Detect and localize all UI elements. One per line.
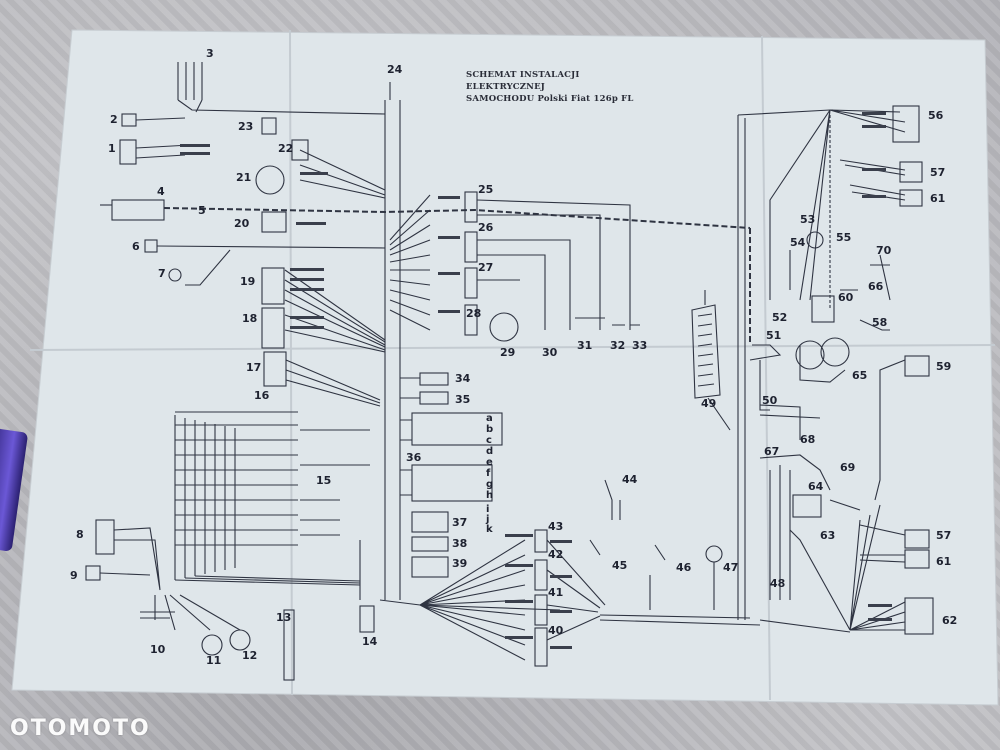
component-label: 46 bbox=[676, 561, 692, 574]
component-label: 27 bbox=[478, 261, 494, 274]
component-label: 13 bbox=[276, 611, 292, 624]
letter-label: k bbox=[486, 524, 493, 535]
component-label: 59 bbox=[936, 360, 952, 373]
title-line-1: SCHEMAT INSTALACJI bbox=[466, 70, 580, 80]
component-label: 43 bbox=[548, 520, 564, 533]
component-label: 10 bbox=[150, 643, 166, 656]
component-label: 33 bbox=[632, 339, 648, 352]
component-label: 21 bbox=[236, 171, 252, 184]
component-label: 15 bbox=[316, 474, 332, 487]
component-label: 11 bbox=[206, 654, 222, 667]
fold-line-horizontal bbox=[29, 344, 996, 351]
component-label: 64 bbox=[808, 480, 824, 493]
wire-tags bbox=[180, 112, 892, 649]
component-label: 67 bbox=[764, 445, 780, 458]
component-label: 23 bbox=[238, 120, 254, 133]
component-label: 14 bbox=[362, 635, 378, 648]
component-label: 42 bbox=[548, 548, 564, 561]
component-label: 41 bbox=[548, 586, 564, 599]
component-label: 7 bbox=[158, 267, 166, 280]
component-label: 50 bbox=[762, 394, 778, 407]
component-label: 55 bbox=[836, 231, 852, 244]
component-label: 29 bbox=[500, 346, 516, 359]
component-label: 68 bbox=[800, 433, 816, 446]
component-label: 24 bbox=[387, 63, 403, 76]
component-label: 57 bbox=[930, 166, 946, 179]
letter-label: i bbox=[486, 504, 490, 515]
letter-label: e bbox=[486, 457, 493, 468]
component-label: 9 bbox=[70, 569, 78, 582]
component-label: 2 bbox=[110, 113, 118, 126]
letter-label: j bbox=[486, 514, 490, 525]
component-label: 69 bbox=[840, 461, 856, 474]
component-label: 16 bbox=[254, 389, 270, 402]
component-label: 18 bbox=[242, 312, 258, 325]
component-label: 65 bbox=[852, 369, 868, 382]
component-label: 45 bbox=[612, 559, 628, 572]
component-label: 52 bbox=[772, 311, 788, 324]
component-label: 6 bbox=[132, 240, 140, 253]
component-label: 53 bbox=[800, 213, 816, 226]
fold-line-vertical-center bbox=[761, 35, 771, 701]
component-label: 5 bbox=[198, 204, 206, 217]
component-label: 12 bbox=[242, 649, 258, 662]
component-label: 56 bbox=[928, 109, 944, 122]
component-label: 37 bbox=[452, 516, 468, 529]
component-label: 20 bbox=[234, 217, 250, 230]
title-line-2: ELEKTRYCZNEJ bbox=[466, 82, 546, 92]
component-label: 35 bbox=[455, 393, 471, 406]
component-label: 48 bbox=[770, 577, 786, 590]
letter-label: b bbox=[486, 424, 494, 435]
component-label: 57 bbox=[936, 529, 952, 542]
otomoto-watermark: OTOMOTO bbox=[10, 716, 151, 741]
component-label: 49 bbox=[701, 397, 717, 410]
component-label: 32 bbox=[610, 339, 626, 352]
letter-label: d bbox=[486, 446, 494, 457]
component-label: 28 bbox=[466, 307, 482, 320]
component-label: 44 bbox=[622, 473, 638, 486]
letter-label: c bbox=[486, 435, 492, 446]
component-label: 60 bbox=[838, 291, 854, 304]
component-label: 22 bbox=[278, 142, 294, 155]
component-label: 62 bbox=[942, 614, 958, 627]
component-label: 31 bbox=[577, 339, 593, 352]
letter-label: a bbox=[486, 413, 493, 424]
component-label: 61 bbox=[930, 192, 946, 205]
component-label: 26 bbox=[478, 221, 494, 234]
component-label: 34 bbox=[455, 372, 471, 385]
component-label: 39 bbox=[452, 557, 468, 570]
component-label: 51 bbox=[766, 329, 782, 342]
title-line-3: SAMOCHODU Polski Fiat 126p FL bbox=[466, 94, 634, 104]
paper-sheet bbox=[11, 29, 999, 706]
component-label: 58 bbox=[872, 316, 888, 329]
component-label: 70 bbox=[876, 244, 892, 257]
letter-label: h bbox=[486, 490, 494, 501]
component-label: 25 bbox=[478, 183, 494, 196]
component-label: 30 bbox=[542, 346, 558, 359]
component-label: 1 bbox=[108, 142, 116, 155]
component-label: 8 bbox=[76, 528, 84, 541]
letter-label: f bbox=[486, 468, 491, 479]
component-label: 36 bbox=[406, 451, 422, 464]
component-label: 54 bbox=[790, 236, 806, 249]
component-label: 19 bbox=[240, 275, 256, 288]
component-label: 40 bbox=[548, 624, 564, 637]
component-label: 66 bbox=[868, 280, 884, 293]
component-label: 61 bbox=[936, 555, 952, 568]
component-label: 17 bbox=[246, 361, 262, 374]
wires bbox=[85, 62, 934, 681]
diagram-title: SCHEMAT INSTALACJI ELEKTRYCZNEJ SAMOCHOD… bbox=[466, 69, 634, 105]
component-label: 38 bbox=[452, 537, 468, 550]
component-label: 47 bbox=[723, 561, 739, 574]
component-label: 3 bbox=[206, 47, 214, 60]
component-label: 4 bbox=[157, 185, 165, 198]
component-label: 63 bbox=[820, 529, 836, 542]
letter-label: g bbox=[486, 479, 494, 490]
